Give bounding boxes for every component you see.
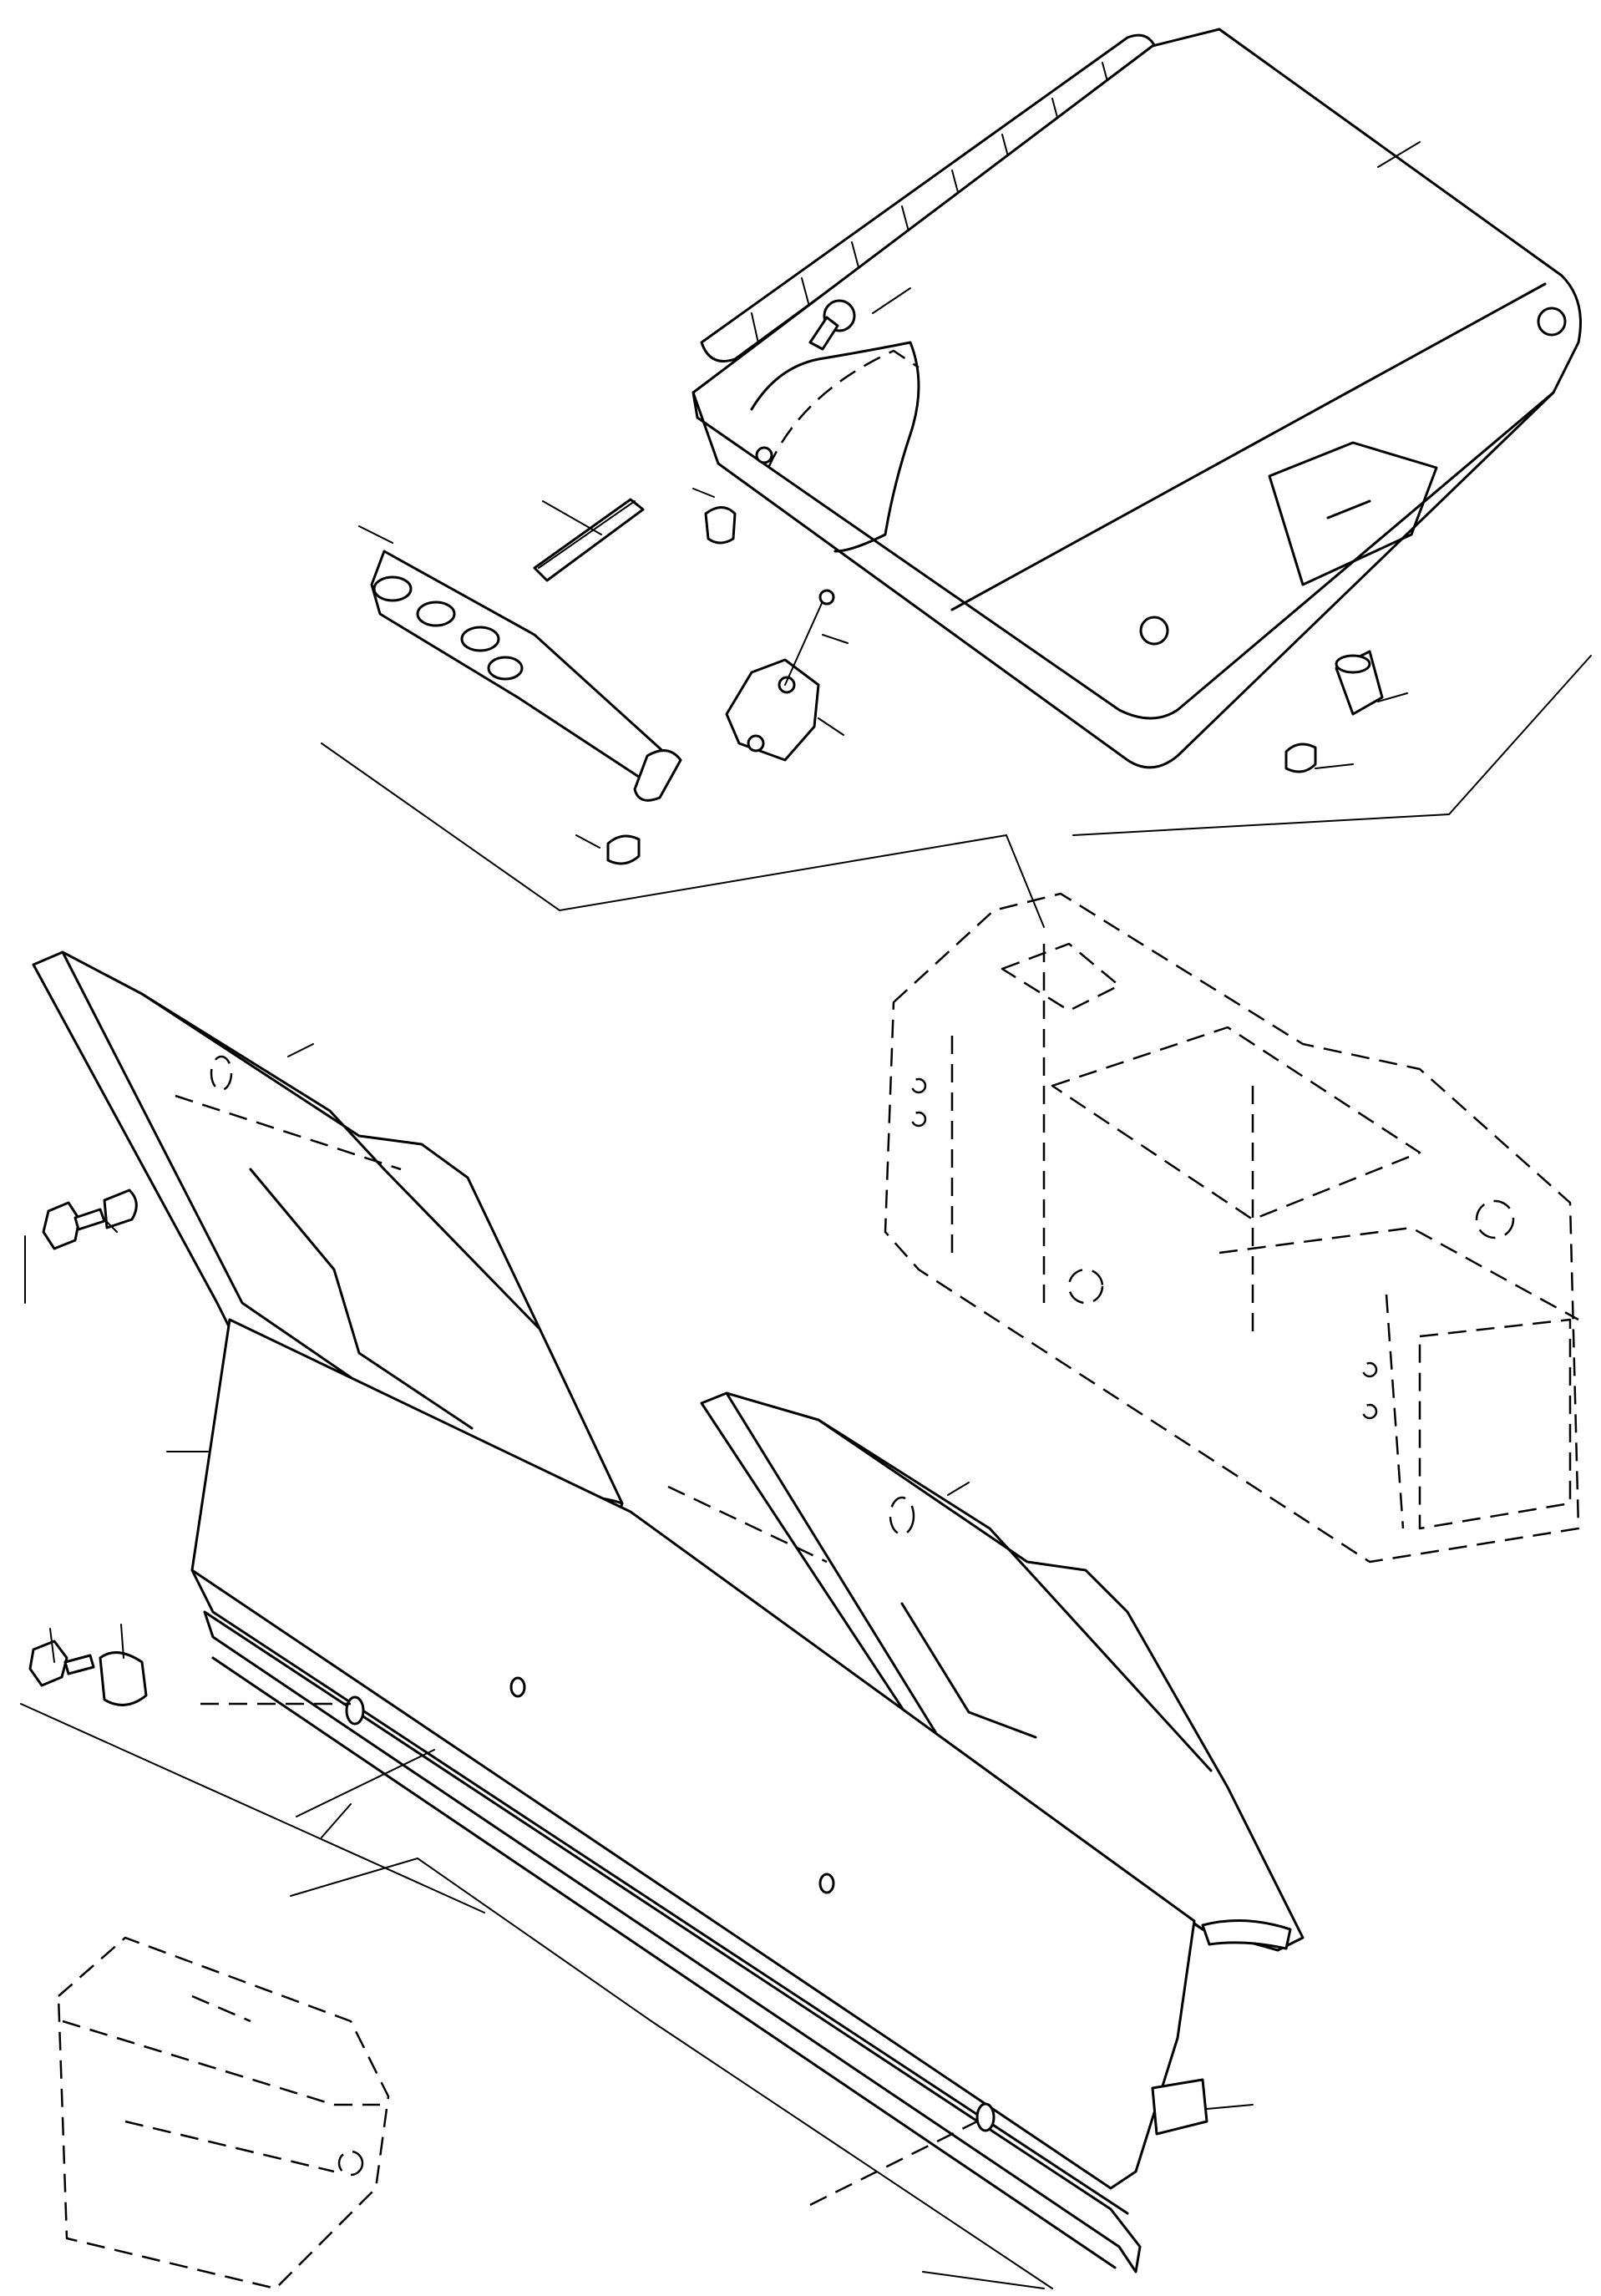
leader-lines bbox=[24, 141, 1421, 2289]
cab-assembly-outline bbox=[884, 892, 1580, 1564]
cover-panel bbox=[692, 28, 1582, 769]
assembly-callout-lines bbox=[20, 655, 1592, 2289]
hinge-strip bbox=[370, 550, 682, 802]
hinge-bracket bbox=[725, 589, 835, 762]
fasteners-left bbox=[28, 1189, 148, 1706]
gasket-pad bbox=[533, 498, 645, 582]
sub-assembly-outline bbox=[57, 1936, 390, 2290]
fasteners-top bbox=[606, 650, 1384, 865]
bottom-plate bbox=[190, 1318, 1208, 2273]
